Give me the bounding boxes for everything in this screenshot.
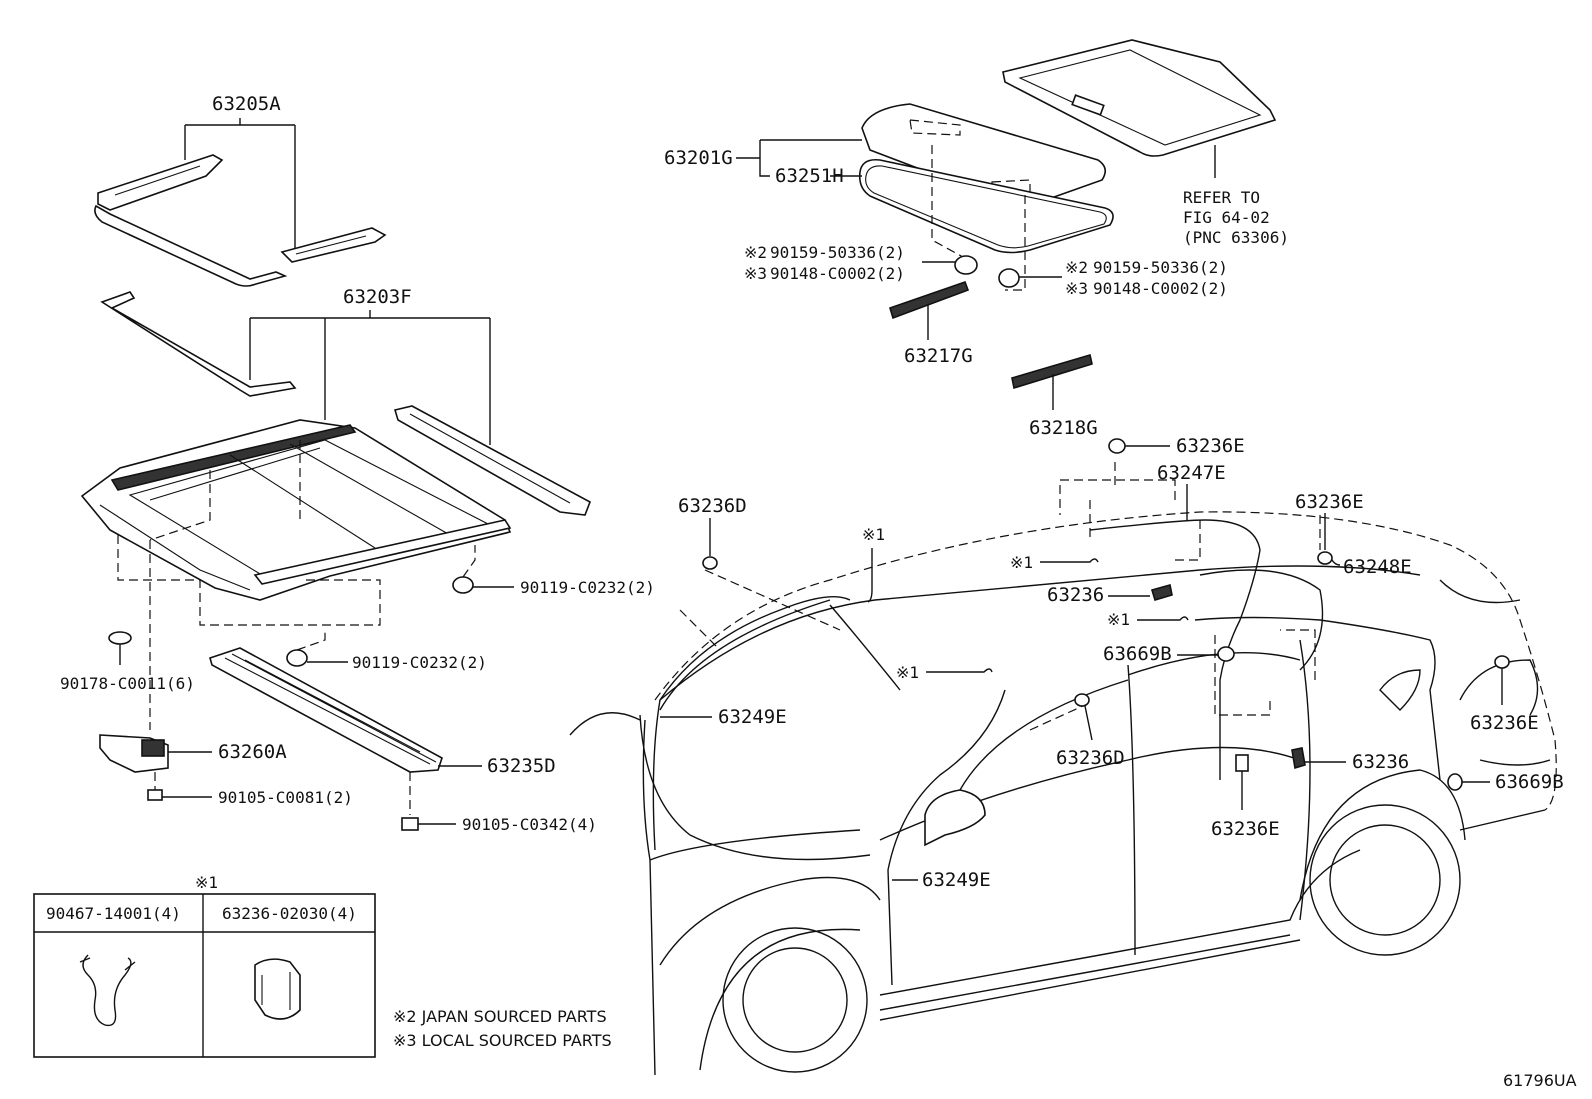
harness-clamp-icon xyxy=(254,958,301,1020)
note-local-sourced: ※3 LOCAL SOURCED PARTS xyxy=(393,1031,612,1050)
label-90148-left: 90148-C0002(2) xyxy=(770,264,905,283)
label-63247e: 63247E xyxy=(1157,462,1226,484)
clip-63236d-left xyxy=(702,518,718,570)
refer-line1: REFER TO xyxy=(1183,188,1260,207)
label-63236-b: 63236 xyxy=(1352,751,1409,773)
grommet-63669b-a xyxy=(1177,646,1235,662)
label-63260a: 63260A xyxy=(218,741,287,763)
label-63235d: 63235D xyxy=(487,755,556,777)
label-63236-a: 63236 xyxy=(1047,584,1104,606)
table-col1-header: 90467-14001(4) xyxy=(46,904,181,923)
label-63218g: 63218G xyxy=(1029,417,1098,439)
label-63236d-left: 63236D xyxy=(678,495,747,517)
label-63251h: 63251H xyxy=(775,165,844,187)
mark-1-a: ※1 xyxy=(862,525,885,544)
label-90148-right: 90148-C0002(2) xyxy=(1093,279,1228,298)
label-63236e-bottom: 63236E xyxy=(1211,818,1280,840)
label-90105-c0081: 90105-C0081(2) xyxy=(218,788,353,807)
label-63217g: 63217G xyxy=(904,345,973,367)
clip-63236d-mid xyxy=(1074,693,1093,741)
nut-right xyxy=(998,268,1062,288)
mark-2-right: ※2 xyxy=(1065,258,1088,277)
label-63249e-b: 63249E xyxy=(922,869,991,891)
mark-3-left: ※3 xyxy=(744,264,767,283)
grommet-63669b-b xyxy=(1447,773,1490,791)
part-63203f-drawing xyxy=(80,291,591,601)
clip-63236e-right2 xyxy=(1494,655,1510,705)
bolt-90105-c0342 xyxy=(401,817,456,831)
label-63205a: 63205A xyxy=(212,93,281,115)
car-body-drawing xyxy=(569,511,1557,1076)
label-63669b-b: 63669B xyxy=(1495,771,1564,793)
wire-clip-icon xyxy=(79,954,136,1027)
nut-left xyxy=(922,255,978,275)
bolt-90119-upper xyxy=(452,576,514,594)
label-63201g: 63201G xyxy=(664,147,733,169)
table-col2-header: 63236-02030(4) xyxy=(222,904,357,923)
clip-63236e-bottom xyxy=(1235,754,1249,810)
mark-1-c: ※1 xyxy=(1107,610,1130,629)
reference-panel-drawing xyxy=(1002,39,1277,178)
label-63203f: 63203F xyxy=(343,286,412,308)
bolt-90105-c0081 xyxy=(147,772,212,801)
label-63249e-a: 63249E xyxy=(718,706,787,728)
panel-63235d-drawing xyxy=(209,647,482,815)
refer-line2: FIG 64-02 xyxy=(1183,208,1270,227)
part-63205a-drawing xyxy=(94,154,387,287)
label-63236d-mid: 63236D xyxy=(1056,747,1125,769)
clip-table xyxy=(33,893,376,1058)
label-90159-left: 90159-50336(2) xyxy=(770,243,905,262)
label-63236e-right1: 63236E xyxy=(1295,491,1364,513)
clip-63236e-top xyxy=(1108,438,1170,454)
bolt-90119-lower xyxy=(286,628,348,667)
label-63248e: 63248E xyxy=(1343,556,1412,578)
table-title: ※1 xyxy=(195,873,218,892)
clip-63236e-right1 xyxy=(1317,513,1333,565)
mark-1-b: ※1 xyxy=(1010,553,1033,572)
label-90119-upper: 90119-C0232(2) xyxy=(520,578,655,597)
label-63669b-a: 63669B xyxy=(1103,643,1172,665)
label-63236e-right2: 63236E xyxy=(1470,712,1539,734)
note-japan-sourced: ※2 JAPAN SOURCED PARTS xyxy=(393,1007,607,1026)
label-90105-c0342: 90105-C0342(4) xyxy=(462,815,597,834)
mark-3-right: ※3 xyxy=(1065,279,1088,298)
seal-63218g-drawing xyxy=(1011,353,1093,410)
drain-hoses xyxy=(652,462,1441,986)
clamp-63236-a xyxy=(1108,583,1173,601)
seal-63217g-drawing xyxy=(889,280,970,340)
motor-63260a-drawing xyxy=(99,734,212,773)
figure-id: 61796UA xyxy=(1503,1071,1577,1090)
mark-1-d: ※1 xyxy=(896,663,919,682)
clamp-63236-b xyxy=(1291,747,1346,770)
grommet-90178 xyxy=(108,631,132,665)
glass-panel-drawing xyxy=(858,103,1114,291)
label-90159-right: 90159-50336(2) xyxy=(1093,258,1228,277)
label-90119-lower: 90119-C0232(2) xyxy=(352,653,487,672)
label-63236e-top: 63236E xyxy=(1176,435,1245,457)
label-90178: 90178-C0011(6) xyxy=(60,674,195,693)
refer-line3: (PNC 63306) xyxy=(1183,228,1289,247)
mark-2-left: ※2 xyxy=(744,243,767,262)
